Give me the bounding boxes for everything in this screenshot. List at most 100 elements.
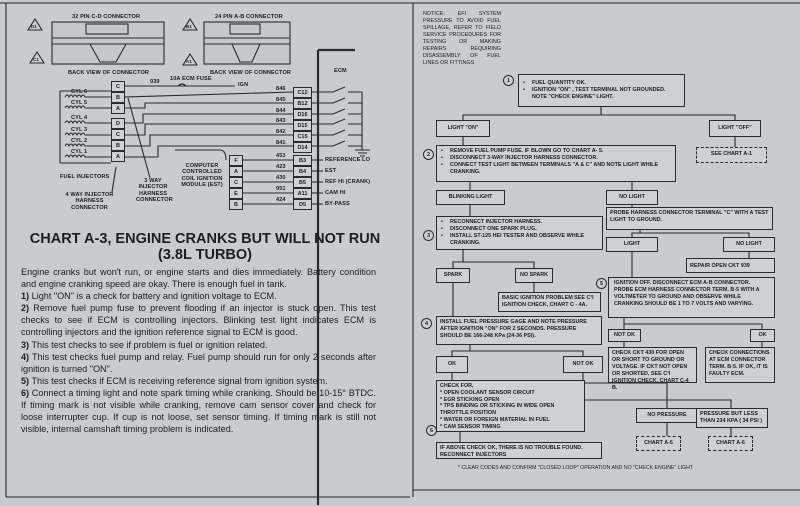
cyl-label: CYL 5 xyxy=(71,100,88,106)
cyl-label: CYL 4 xyxy=(71,115,88,121)
three-way-pin: A xyxy=(111,103,125,114)
wire-number: 845 xyxy=(276,97,286,103)
intro-text: Engine cranks but won't run, or engine s… xyxy=(21,267,376,290)
step2-box: REMOVE FUEL PUMP FUSE. IF BLOWN GO TO CH… xyxy=(436,145,676,182)
cyl-label: CYL 2 xyxy=(71,138,88,144)
chart-a5-link: CHART A-5 xyxy=(636,436,681,451)
step-number: 5 xyxy=(596,278,607,289)
cyl-label: CYL 6 xyxy=(71,89,88,95)
wire-number: 951 xyxy=(276,186,286,192)
module-label: COMPUTER CONTROLLED COIL IGNITION MODULE… xyxy=(181,163,223,189)
ecm-pin: B12 xyxy=(293,98,312,109)
signal-label: REFERENCE LO xyxy=(325,157,371,163)
ok-box: OK xyxy=(750,329,775,342)
light-off-box: LIGHT "OFF" xyxy=(709,120,761,137)
module-pin: A xyxy=(229,166,243,177)
ecm-pin: C15 xyxy=(293,131,312,142)
wire-number: 844 xyxy=(276,108,286,114)
chart-a6-link: CHART A-6 xyxy=(708,436,753,451)
step1-box: FUEL QUANTITY OK.IGNITION "ON" , TEST TE… xyxy=(518,74,685,107)
step-number: 3 xyxy=(423,230,434,241)
pressure-less-box: PRESSURE BUT LESS THAN 234 KPA ( 34 PSI … xyxy=(696,408,768,428)
ecm-pin: C12 xyxy=(293,87,312,98)
check-for-box: CHECK FOR, * OPEN COOLANT SENSOR CIRCUIT… xyxy=(436,380,585,432)
footnote: * CLEAR CODES AND CONFIRM "CLOSED LOOP" … xyxy=(458,465,693,471)
back-view-label: BACK VIEW OF CONNECTOR xyxy=(210,70,292,76)
not-ok-box: NOT OK xyxy=(563,356,603,373)
check-ckt430-box: CHECK CKT 430 FOR OPEN OR SHORT TO GROUN… xyxy=(608,347,697,391)
four-way-pin: B xyxy=(111,140,125,151)
fuse-wire-number: 939 xyxy=(150,79,160,85)
signal-label: EST xyxy=(325,168,337,174)
step-number: 4 xyxy=(421,318,432,329)
marker-b1: B1 xyxy=(186,24,192,29)
ecm-pin: B3 xyxy=(293,155,312,166)
back-view-label: BACK VIEW OF CONNECTOR xyxy=(68,70,150,76)
ecm-label: ECM xyxy=(334,68,347,74)
connector-cd-label: 32 PIN C-D CONNECTOR xyxy=(72,14,141,20)
module-pin: B xyxy=(229,199,243,210)
signal-label: CAM HI xyxy=(325,190,346,196)
repair-box: REPAIR OPEN CKT 939 xyxy=(686,258,775,273)
ecm-pin: D15 xyxy=(293,120,312,131)
ecm-pin: D14 xyxy=(293,142,312,153)
blinking-light-box: BLINKING LIGHT xyxy=(436,190,505,205)
note: 2) Remove fuel pump fuse to prevent floo… xyxy=(21,303,376,338)
no-spark-box: NO SPARK xyxy=(515,268,553,283)
module-pin: F xyxy=(229,155,243,166)
connector-ab-label: 24 PIN A-B CONNECTOR xyxy=(215,14,283,20)
signal-label: REF HI (CRANK) xyxy=(325,179,371,185)
no-light-box: NO LIGHT xyxy=(606,190,658,205)
step-number: 1 xyxy=(503,75,514,86)
see-chart-a1: SEE CHART A-1 xyxy=(696,147,767,163)
wire-number: 430 xyxy=(276,175,286,181)
three-way-pin: B xyxy=(111,92,125,103)
wire-number: 453 xyxy=(276,153,286,159)
four-way-label: 4 WAY INJECTOR HARNESS CONNECTOR xyxy=(65,192,114,211)
step3-box: RECONNECT INJECTOR HARNESS.DISCONNECT ON… xyxy=(436,216,603,250)
spark-box: SPARK xyxy=(436,268,470,283)
chart-title: CHART A-3, ENGINE CRANKS BUT WILL NOT RU… xyxy=(29,231,381,263)
three-way-pin: C xyxy=(111,81,125,92)
light-on-box: LIGHT "ON" xyxy=(436,120,490,137)
step-number: 2 xyxy=(423,149,434,160)
fuse-label: 10A ECM FUSE xyxy=(170,76,212,82)
note: 4) This test checks fuel pump and relay.… xyxy=(21,351,376,374)
note: 5) This test checks if ECM is receiving … xyxy=(21,375,328,386)
check-connections-box: CHECK CONNECTIONS AT ECM CONNECTOR TERM.… xyxy=(705,347,775,383)
ok-box: OK xyxy=(436,356,468,373)
wire-number: 842 xyxy=(276,129,286,135)
wire-number: 841 xyxy=(276,140,286,146)
four-way-pin: D xyxy=(111,118,125,129)
wire-number: 424 xyxy=(276,197,286,203)
fuel-injectors-label: FUEL INJECTORS xyxy=(60,174,110,180)
module-pin: C xyxy=(229,177,243,188)
four-way-pin: C xyxy=(111,129,125,140)
cyl-label: CYL 1 xyxy=(71,149,88,155)
wire-number: 846 xyxy=(276,86,286,92)
light-box: LIGHT xyxy=(606,237,658,252)
probe-box: PROBE HARNESS CONNECTOR TERMINAL "C" WIT… xyxy=(606,207,773,230)
basic-ignition-box: BASIC IGNITION PROBLEM SEE C³I IGNITION … xyxy=(498,292,601,312)
step5-box: IGNITION OFF. DISCONNECT ECM A-B CONNECT… xyxy=(608,277,775,318)
ecm-pin: D16 xyxy=(293,109,312,120)
no-light-box: NO LIGHT xyxy=(723,237,775,252)
three-way-label: 3 WAY INJECTOR HARNESS CONNECTOR xyxy=(136,178,173,204)
notice-text: NOTICE: EFI SYSTEM PRESSURE TO AVOID FUE… xyxy=(423,11,501,67)
ecm-pin: A11 xyxy=(293,188,312,199)
note: 6) Connect a timing light and note spark… xyxy=(21,387,377,435)
step4-box: INSTALL FUEL PRESSURE GAGE AND NOTE PRES… xyxy=(436,316,602,345)
ign-label: IGN xyxy=(238,82,249,88)
note: 3) This test checks to see if problem is… xyxy=(21,339,268,350)
wire-number: 423 xyxy=(276,164,286,170)
ecm-pin: D5 xyxy=(293,199,312,210)
signal-label: BY-PASS xyxy=(325,201,350,207)
marker-d1: D1 xyxy=(31,24,37,29)
four-way-pin: A xyxy=(111,151,125,162)
chart-description: Engine cranks but won't run, or engine s… xyxy=(21,266,376,435)
not-ok-box: NOT OK xyxy=(608,329,641,342)
if-above-box: IF ABOVE CHECK OK, THERE IS NO TROUBLE F… xyxy=(436,442,602,459)
ecm-pin: B4 xyxy=(293,166,312,177)
step-number: 6 xyxy=(426,425,437,436)
